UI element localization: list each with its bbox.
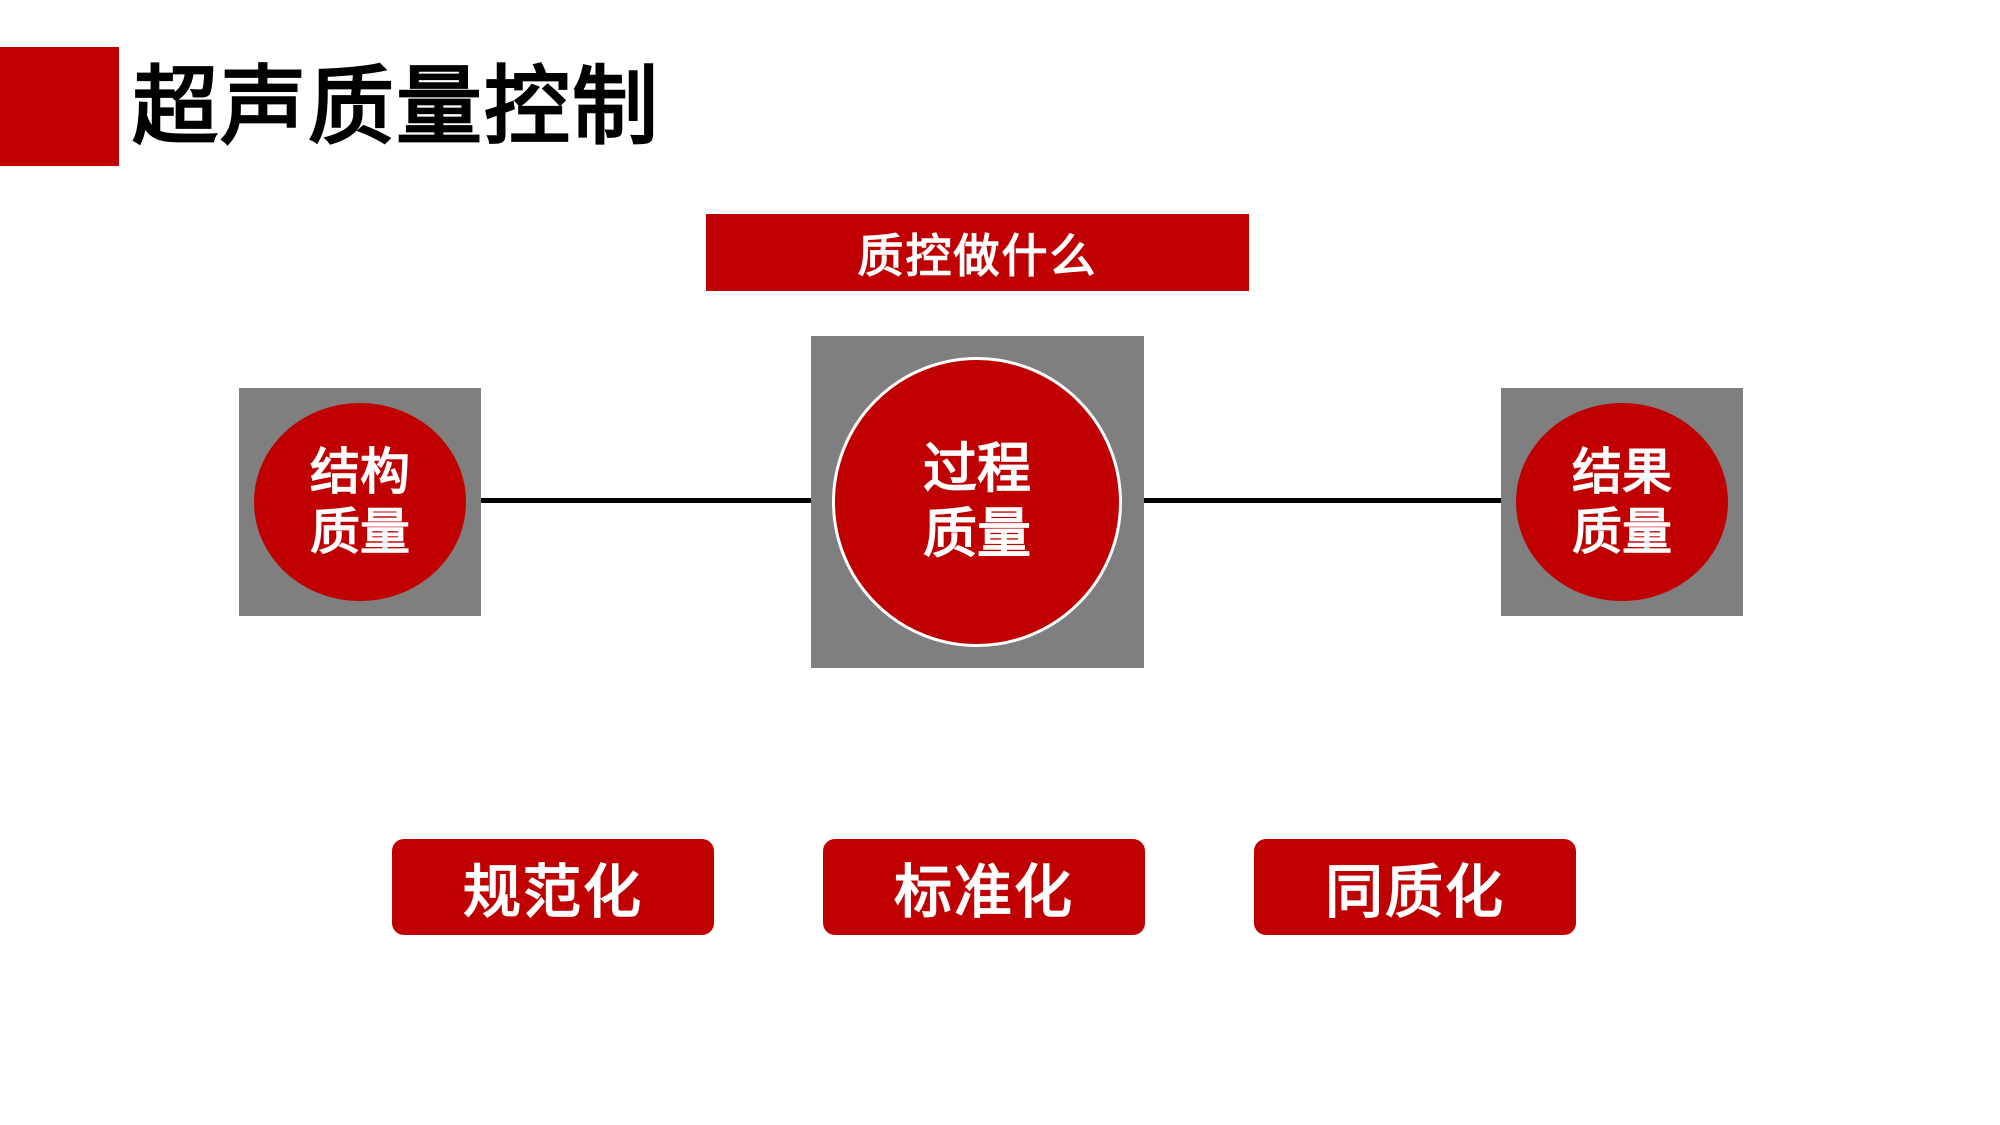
node-label-line2: 质量 xyxy=(310,503,410,561)
node-label-line2: 质量 xyxy=(1572,503,1672,561)
node-label-line2: 质量 xyxy=(923,502,1031,565)
outcome-standardization: 标准化 xyxy=(823,839,1145,935)
connector-line-right xyxy=(1143,498,1501,503)
node-label-line1: 结构 xyxy=(310,443,410,501)
node-label-line1: 过程 xyxy=(923,437,1031,501)
node-outcome-quality: 结果 质量 xyxy=(1501,388,1743,616)
page-title: 超声质量控制 xyxy=(132,57,660,157)
outcome-standardized-norms: 规范化 xyxy=(392,839,714,935)
question-banner: 质控做什么 xyxy=(706,214,1249,291)
connector-line-left xyxy=(480,498,811,503)
node-structure-quality: 结构 质量 xyxy=(239,388,481,616)
node-circle: 结果 质量 xyxy=(1516,403,1728,601)
node-circle: 结构 质量 xyxy=(254,403,466,601)
outcome-homogenization: 同质化 xyxy=(1254,839,1576,935)
node-circle: 过程 质量 xyxy=(832,357,1122,647)
title-accent-block xyxy=(0,47,119,166)
node-label-line1: 结果 xyxy=(1572,443,1672,501)
node-process-quality: 过程 质量 xyxy=(811,336,1144,668)
